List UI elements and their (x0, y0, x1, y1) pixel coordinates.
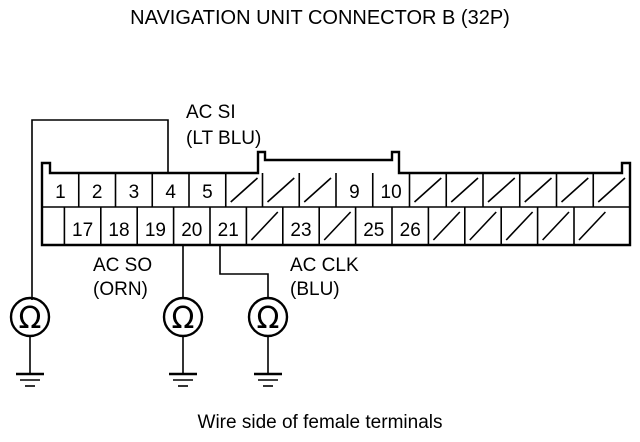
ac-si-color-label: (LT BLU) (186, 128, 261, 149)
pin-label: 25 (363, 220, 384, 241)
pin-label: 18 (108, 220, 129, 241)
pin-label: 1 (55, 182, 66, 203)
ac-si-wire (31, 119, 169, 300)
connector-outline (40, 150, 632, 247)
pin-label: 3 (129, 182, 140, 203)
ac-si-label: AC SI (186, 102, 236, 123)
ac-so-color-label: (ORN) (93, 279, 148, 300)
unused-pin-slash (250, 211, 279, 241)
ac-clk-color-label: (BLU) (290, 279, 340, 300)
ohmmeter-icon: Ω (162, 296, 204, 374)
ohm-symbol: Ω (19, 301, 42, 336)
pin-label: 20 (181, 220, 202, 241)
unused-pin-slash (323, 211, 352, 241)
ground-icon (16, 372, 44, 387)
unused-pin-slash (505, 211, 534, 241)
unused-pin-slash (432, 211, 461, 241)
ac-clk-label: AC CLK (290, 255, 359, 276)
top-row-cells: 1 2 3 4 5 9 10 (55, 173, 626, 207)
ac-clk-wire (219, 245, 269, 297)
diagram-caption: Wire side of female terminals (198, 412, 443, 433)
pin-label: 9 (349, 182, 360, 203)
pin-label: 26 (400, 220, 421, 241)
unused-pin-slash (560, 177, 589, 203)
pin-label: 4 (165, 182, 176, 203)
bottom-row-cells: 17 18 19 20 21 23 25 26 (63, 207, 606, 245)
pin-label: 5 (202, 182, 213, 203)
ohm-symbol: Ω (172, 301, 195, 336)
pin-label: 19 (145, 220, 166, 241)
unused-pin-slash (487, 177, 516, 203)
pin-label: 2 (92, 182, 103, 203)
ohmmeter-icon: Ω (247, 296, 289, 374)
pin-label: 10 (381, 182, 402, 203)
unused-pin-slash (450, 177, 479, 203)
pin-label: 21 (218, 220, 239, 241)
unused-pin-slash (303, 177, 332, 203)
unused-pin-slash (597, 177, 626, 203)
ohmmeter-icon: Ω (9, 296, 51, 374)
unused-pin-slash (413, 177, 442, 203)
ohm-symbol: Ω (257, 301, 280, 336)
ground-icon (169, 372, 197, 387)
unused-pin-slash (230, 177, 259, 203)
unused-pin-slash (524, 177, 553, 203)
ac-so-label: AC SO (93, 255, 152, 276)
unused-pin-slash (266, 177, 295, 203)
pin-label: 23 (290, 220, 311, 241)
diagram-title: NAVIGATION UNIT CONNECTOR B (32P) (130, 7, 510, 29)
unused-pin-slash (578, 211, 606, 241)
unused-pin-slash (469, 211, 497, 241)
pin-label: 17 (72, 220, 93, 241)
unused-pin-slash (542, 211, 570, 241)
ground-icon (254, 372, 282, 387)
